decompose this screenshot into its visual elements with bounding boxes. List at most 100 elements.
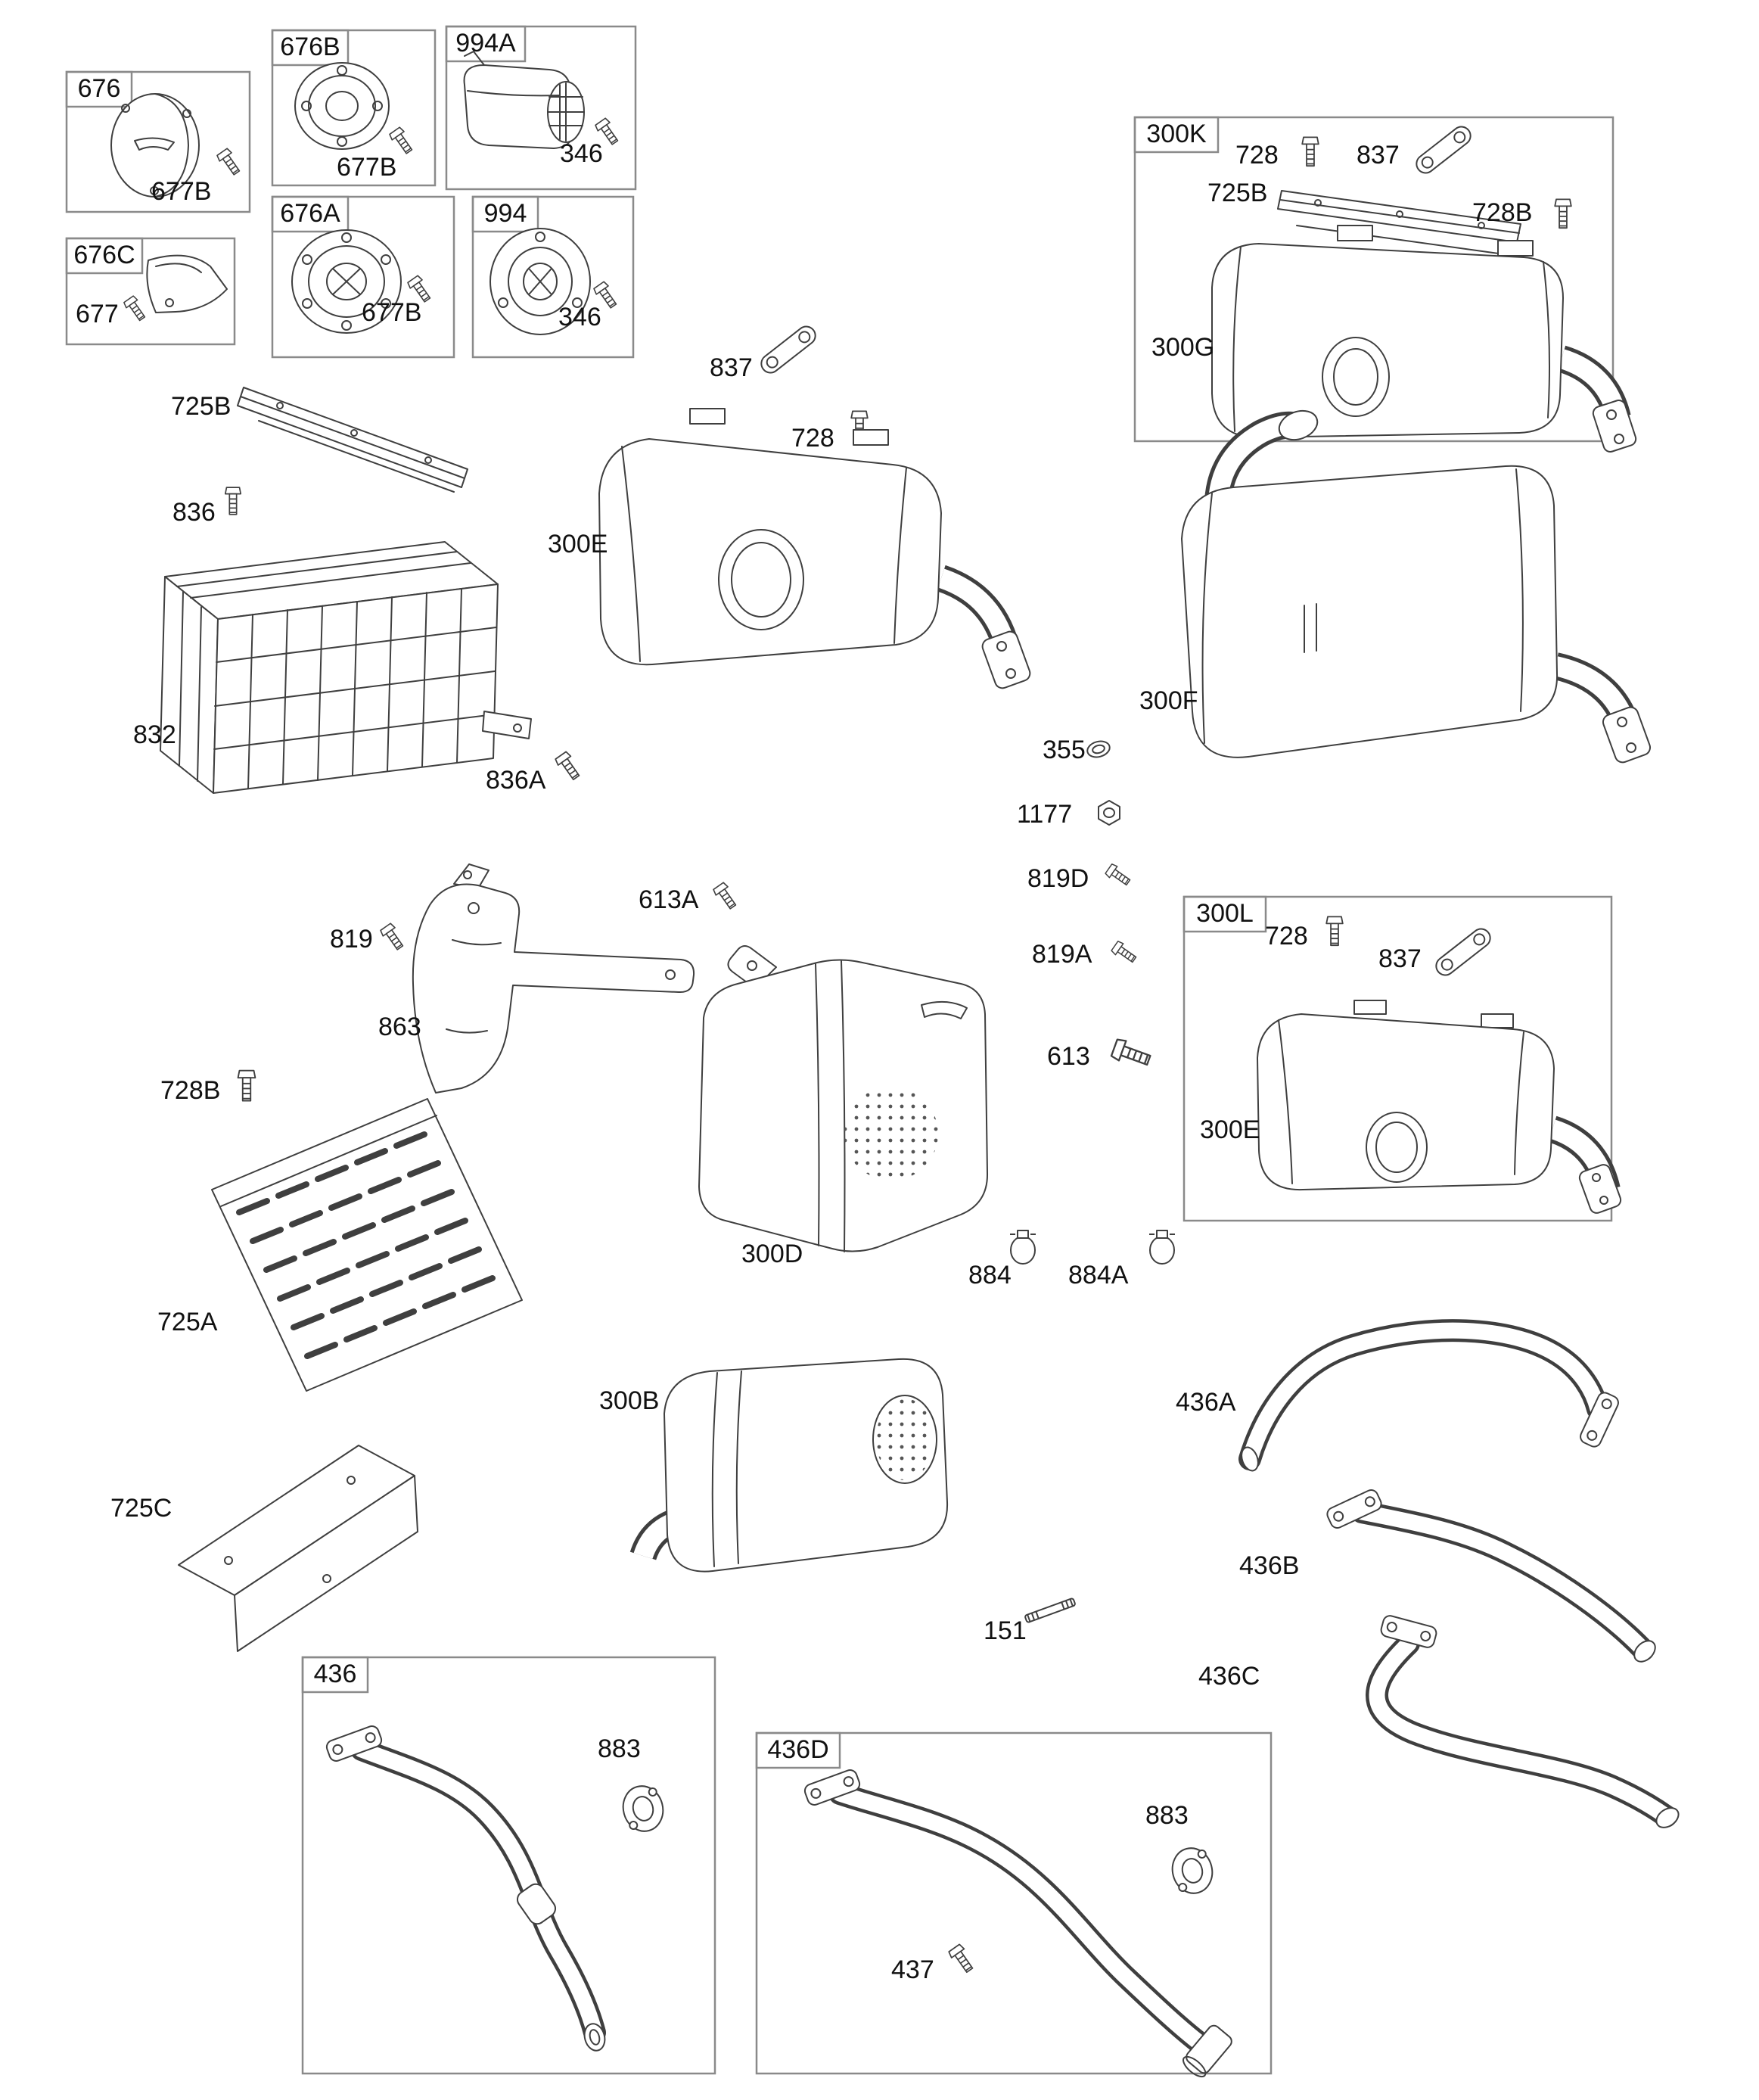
callout-613A: 613A	[639, 885, 699, 914]
bolt-icon	[553, 750, 583, 783]
callout-300E: 300E	[1200, 1115, 1260, 1144]
group-box-676A	[271, 195, 455, 359]
shield-725C-drawing	[178, 1445, 418, 1652]
group-436: 436 883	[301, 1656, 716, 2075]
callout-728: 728	[791, 424, 834, 453]
callout-436C: 436C	[1198, 1662, 1260, 1691]
group-label-676A: 676A	[280, 199, 340, 228]
callout-837: 837	[1378, 944, 1422, 973]
flange-994-drawing	[489, 228, 591, 335]
group-box-994A	[445, 25, 637, 191]
flange-676A-drawing	[291, 229, 402, 334]
group-box-994	[471, 195, 635, 359]
group-label-box-300L	[1183, 895, 1267, 933]
pipe-436B-drawing	[1326, 1489, 1656, 1663]
bolt-icon	[1104, 862, 1133, 889]
pipe-436C-drawing	[1366, 1615, 1680, 1828]
bolt-icon	[946, 1943, 977, 1976]
bolt-icon	[378, 922, 407, 953]
group-label-box-436D	[755, 1731, 841, 1769]
callout-883: 883	[598, 1734, 641, 1763]
callout-300B: 300B	[599, 1386, 659, 1415]
muffler-300G-drawing	[1211, 225, 1637, 453]
callout-883: 883	[1145, 1801, 1189, 1830]
group-label-box-676	[65, 70, 133, 108]
callout-300F: 300F	[1139, 686, 1198, 715]
callout-728B: 728B	[1472, 198, 1532, 227]
callout-832: 832	[133, 720, 176, 749]
muffler-300E-drawing	[598, 408, 1031, 689]
callout-837: 837	[710, 353, 753, 382]
deflector-676C-drawing	[146, 254, 228, 313]
resonator-994A-drawing	[463, 51, 585, 149]
clamp-icon	[1148, 1230, 1176, 1265]
pipe-436D-drawing	[803, 1769, 1232, 2078]
callout-677B: 677B	[151, 177, 211, 206]
link-icon	[1431, 924, 1495, 980]
group-label-994A: 994A	[455, 29, 516, 58]
pipe-436-drawing	[325, 1725, 606, 2052]
group-label-box-994	[471, 195, 539, 233]
washer-icon	[1084, 738, 1113, 761]
link-icon	[757, 322, 820, 378]
callout-725B: 725B	[1207, 179, 1267, 207]
group-676B: 676B 677B	[271, 29, 437, 187]
callout-819: 819	[330, 925, 373, 954]
stud-icon	[1024, 1597, 1077, 1624]
bolt-icon	[1301, 136, 1319, 167]
group-label-676C: 676C	[73, 241, 135, 269]
group-676: 676 677B	[65, 70, 251, 213]
group-label-300L: 300L	[1196, 899, 1254, 928]
group-676A: 676A 677B	[271, 195, 455, 359]
group-box-676	[65, 70, 251, 213]
callout-300G: 300G	[1151, 333, 1214, 362]
group-box-300K	[1133, 116, 1614, 443]
bolt-icon	[1110, 1037, 1154, 1072]
guard-832-drawing	[160, 541, 532, 794]
muffler-300F-drawing	[1181, 409, 1652, 764]
group-box-676C	[65, 237, 236, 346]
callout-300E: 300E	[548, 530, 608, 558]
bracket-863-drawing	[412, 863, 695, 1094]
strip-725B-drawing	[1277, 190, 1521, 255]
group-box-436	[301, 1656, 716, 2075]
callout-346: 346	[560, 139, 603, 168]
group-label-box-676C	[65, 237, 144, 275]
bolt-icon	[1110, 939, 1139, 966]
group-box-436D	[755, 1731, 1273, 2075]
group-300L: 300L 728 837 300E	[1183, 895, 1622, 1222]
callout-151: 151	[984, 1616, 1027, 1645]
group-label-box-676B	[271, 29, 350, 67]
bolt-icon	[237, 1069, 256, 1102]
callout-836A: 836A	[486, 766, 546, 795]
callout-725C: 725C	[110, 1494, 172, 1523]
gasket-icon	[617, 1781, 669, 1837]
group-label-box-994A	[445, 25, 527, 63]
callout-725A: 725A	[157, 1308, 218, 1336]
bolt-icon	[122, 294, 149, 324]
group-436D: 436D 883 437	[755, 1731, 1273, 2078]
group-label-box-436	[301, 1656, 369, 1694]
group-box-676B	[271, 29, 437, 187]
link-icon	[1412, 122, 1475, 178]
pipe-436A-drawing	[1238, 1319, 1619, 1472]
callout-300D: 300D	[741, 1240, 803, 1268]
bolt-icon	[1325, 916, 1344, 947]
callout-819A: 819A	[1032, 940, 1092, 969]
callout-836: 836	[172, 498, 216, 527]
shield-725A-drawing	[211, 1098, 523, 1392]
muffler-300D-drawing	[698, 945, 989, 1252]
callout-819D: 819D	[1027, 864, 1089, 893]
bolt-icon	[215, 147, 244, 178]
callout-613: 613	[1047, 1042, 1090, 1071]
group-300K: 300K 728 837 725B 728B 300G	[1133, 116, 1637, 453]
callout-1177: 1177	[1017, 800, 1072, 829]
callout-728B: 728B	[160, 1076, 220, 1105]
group-label-436: 436	[314, 1660, 357, 1688]
callout-437: 437	[891, 1955, 934, 1984]
group-label-994: 994	[484, 199, 527, 228]
bolt-icon	[387, 126, 416, 157]
clamp-icon	[1009, 1230, 1036, 1265]
group-label-300K: 300K	[1146, 120, 1207, 148]
